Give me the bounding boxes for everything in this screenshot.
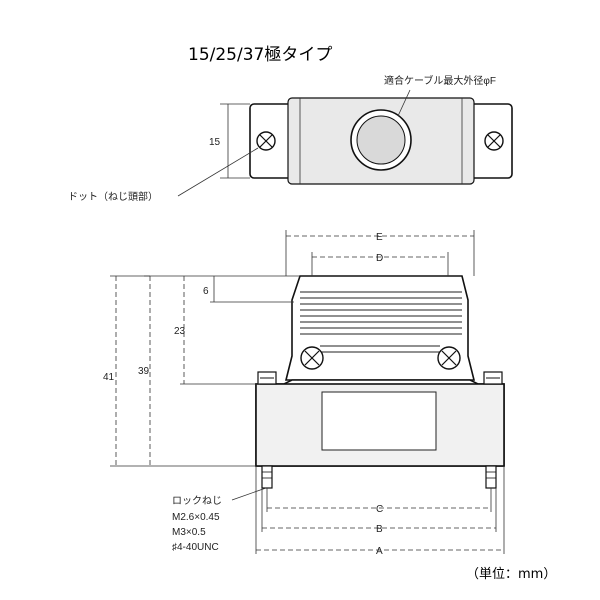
unit-note: （単位：mm） bbox=[466, 566, 556, 582]
top-view: 15 適合ケーブル最大外径φF ドット（ねじ頭部） bbox=[68, 74, 513, 203]
screw-left-top bbox=[256, 131, 276, 151]
dim-D: D bbox=[376, 253, 383, 264]
dim-B: B bbox=[376, 524, 383, 535]
dim-C: C bbox=[376, 504, 383, 515]
lock-post-left bbox=[257, 371, 277, 385]
dim-E: E bbox=[376, 232, 383, 243]
lock-post-right bbox=[483, 371, 503, 385]
dim-15: 15 bbox=[209, 137, 221, 148]
hood-screw-left bbox=[300, 346, 324, 370]
front-view: 41 39 23 6 E D C B A bbox=[103, 230, 505, 557]
cable-label: 適合ケーブル最大外径φF bbox=[384, 74, 496, 87]
dim-6: 6 bbox=[203, 286, 209, 297]
lock-screw-spec-1: M2.6×0.45 bbox=[172, 512, 220, 523]
lock-screw-title: ロックねじ bbox=[172, 495, 222, 507]
lock-screw-left bbox=[261, 465, 273, 489]
lock-screw-spec-3: ♯4-40UNC bbox=[172, 542, 219, 553]
lock-screw-spec-2: M3×0.5 bbox=[172, 527, 206, 538]
page-title: 15/25/37極タイプ bbox=[188, 45, 332, 65]
hood-screw-right bbox=[437, 346, 461, 370]
dot-label: ドット（ねじ頭部） bbox=[68, 190, 158, 203]
dim-39: 39 bbox=[138, 366, 150, 377]
connector-window bbox=[321, 391, 437, 451]
screw-right-top bbox=[484, 131, 504, 151]
dim-A: A bbox=[376, 546, 383, 557]
dim-41: 41 bbox=[103, 372, 115, 383]
lock-screw-right bbox=[485, 465, 497, 489]
dim-23: 23 bbox=[174, 326, 186, 337]
